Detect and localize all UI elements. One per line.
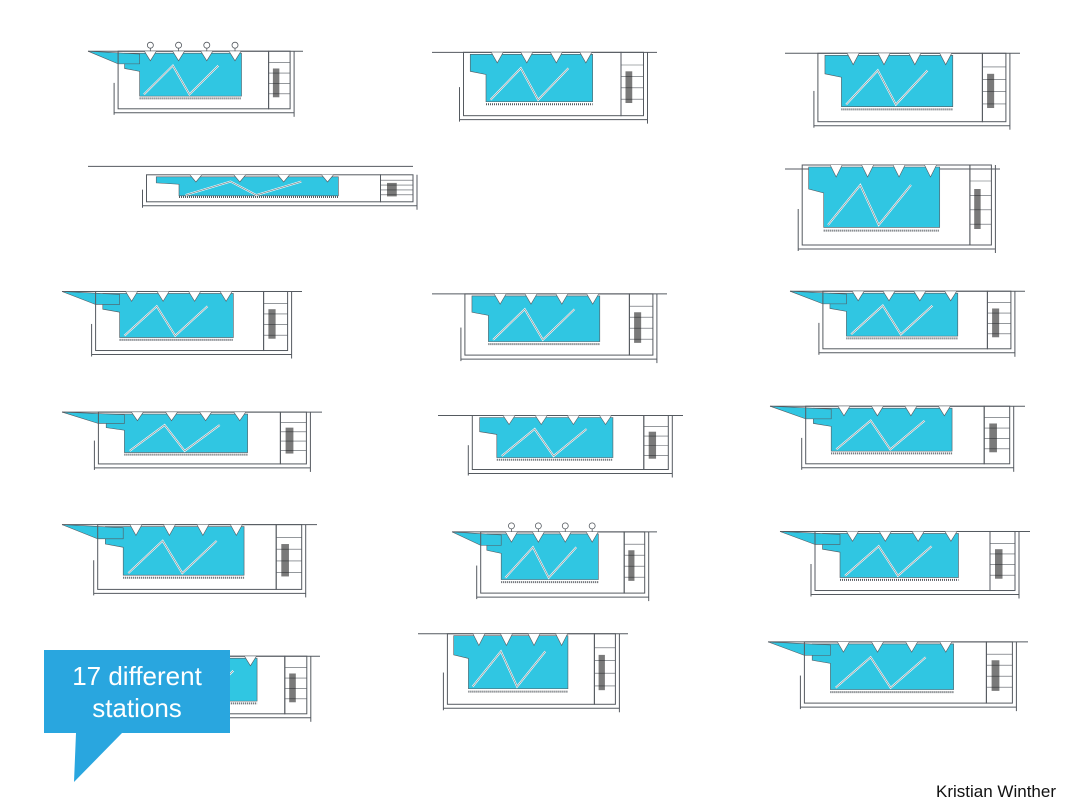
station-section-6	[61, 280, 302, 362]
station-section-13	[451, 520, 657, 605]
section-fill	[486, 533, 599, 580]
callout-label: 17 different stations	[72, 661, 202, 723]
section-fill	[124, 52, 242, 97]
station-section-3	[785, 40, 1020, 135]
section-fill	[811, 643, 954, 690]
station-section-9	[61, 402, 322, 474]
station-section-10	[438, 405, 683, 480]
callout-shape	[44, 650, 230, 782]
section-fill	[102, 293, 234, 338]
section-drawing	[789, 290, 1025, 357]
section-drawing	[432, 51, 657, 124]
station-section-8	[789, 280, 1025, 360]
station-section-17	[767, 630, 1028, 715]
section-fill	[471, 295, 601, 342]
section-drawing	[785, 164, 1000, 253]
section-fill	[469, 54, 593, 103]
section-fill	[155, 176, 339, 197]
section-drawing	[767, 641, 1028, 712]
station-section-4	[88, 158, 418, 218]
section-drawing	[418, 633, 628, 713]
section-fill	[813, 407, 953, 452]
section-fill	[808, 166, 941, 228]
section-fill	[829, 292, 959, 337]
station-section-16	[418, 620, 628, 718]
section-fill	[824, 55, 954, 107]
section-drawing	[769, 405, 1025, 472]
station-section-5	[785, 155, 1000, 255]
section-drawing	[61, 524, 317, 598]
section-fill	[479, 417, 614, 458]
section-fill	[822, 533, 959, 578]
station-section-7	[432, 282, 667, 367]
station-section-12	[61, 512, 317, 602]
section-fill	[105, 526, 245, 576]
callout-bubble: 17 different stations	[44, 650, 234, 785]
section-drawing	[88, 165, 418, 210]
section-drawing	[432, 293, 667, 364]
station-section-14	[779, 520, 1030, 602]
section-drawing	[87, 41, 303, 117]
section-drawing	[785, 52, 1020, 130]
author-credit: Kristian Winther	[936, 782, 1056, 801]
section-fill	[453, 635, 569, 690]
section-drawing	[61, 411, 322, 472]
section-fill	[105, 413, 248, 453]
station-section-2	[432, 40, 657, 128]
section-drawing	[61, 290, 302, 359]
section-drawing	[779, 530, 1030, 599]
station-section-1	[87, 40, 303, 120]
station-section-11	[769, 395, 1025, 475]
section-drawing	[438, 415, 683, 478]
section-drawing	[451, 522, 657, 602]
